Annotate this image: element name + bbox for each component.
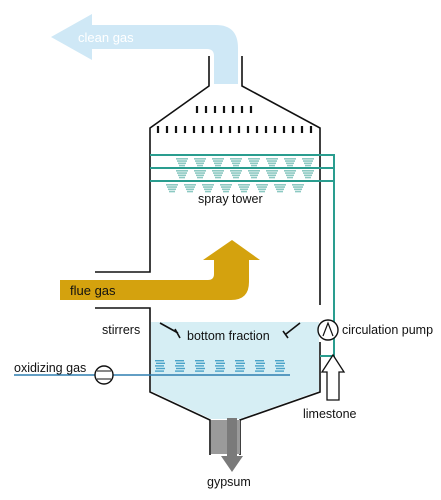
gas-distributor: [156, 106, 313, 133]
diffuser-bubbles: [255, 360, 265, 372]
circulation-pump-label: circulation pump: [342, 323, 434, 337]
spray-nozzle: [202, 184, 214, 193]
gypsum-label: gypsum: [207, 475, 251, 489]
circulation-pump-icon: [317, 319, 339, 341]
spray-nozzle: [266, 170, 278, 179]
spray-nozzle: [184, 184, 196, 193]
spray-nozzle: [292, 184, 304, 193]
spray-header-pipes: [150, 154, 335, 357]
diffuser-bubbles: [275, 360, 285, 372]
spray-nozzle: [238, 184, 250, 193]
flue-gas-arrow: [60, 240, 260, 300]
spray-nozzle: [284, 170, 296, 179]
diffuser-bubbles: [215, 360, 225, 372]
spray-nozzle: [212, 170, 224, 179]
oxidizer-diffusers: [155, 360, 285, 372]
spray-nozzle: [176, 170, 188, 179]
spray-nozzle: [248, 158, 260, 167]
spray-nozzles: [166, 158, 314, 193]
spray-nozzle: [302, 170, 314, 179]
spray-nozzle: [274, 184, 286, 193]
limestone-label: limestone: [303, 407, 357, 421]
spray-nozzle: [230, 158, 242, 167]
clean-gas-label: clean gas: [78, 30, 134, 45]
spray-nozzle: [220, 184, 232, 193]
diffuser-bubbles: [235, 360, 245, 372]
spray-nozzle: [212, 158, 224, 167]
stirrer-left: [159, 322, 181, 339]
gypsum-outlet: [211, 418, 243, 472]
stirrers-label: stirrers: [102, 323, 141, 337]
spray-nozzle: [176, 158, 188, 167]
spray-nozzle: [266, 158, 278, 167]
spray-nozzle: [194, 158, 206, 167]
flue-gas-label: flue gas: [70, 283, 116, 298]
bottom-fraction-label: bottom fraction: [187, 329, 270, 343]
compressor-icon: [94, 365, 114, 385]
spray-tower-label: spray tower: [198, 192, 263, 206]
diffuser-bubbles: [175, 360, 185, 372]
limestone-arrow: [320, 353, 346, 401]
oxidizing-gas-label: oxidizing gas: [14, 361, 87, 375]
clean-gas-arrow: [51, 14, 238, 84]
diffuser-bubbles: [155, 360, 165, 372]
spray-nozzle: [284, 158, 296, 167]
spray-nozzle: [194, 170, 206, 179]
spray-nozzle: [166, 184, 178, 193]
spray-nozzle: [248, 170, 260, 179]
spray-nozzle: [256, 184, 268, 193]
diffuser-bubbles: [195, 360, 205, 372]
spray-nozzle: [230, 170, 242, 179]
spray-nozzle: [302, 158, 314, 167]
stirrer-right: [282, 322, 301, 339]
